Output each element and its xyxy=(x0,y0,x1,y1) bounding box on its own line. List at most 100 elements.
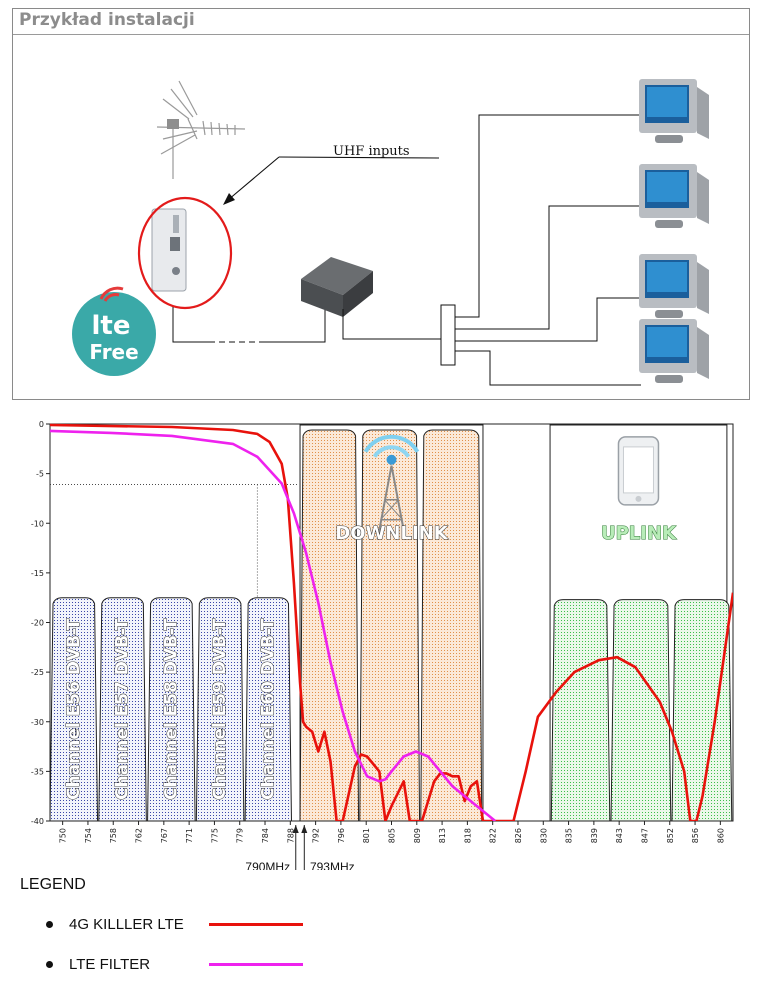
x-tick-label: 809 xyxy=(413,828,422,843)
y-tick-label: -20 xyxy=(31,619,44,628)
dvbt-channel-block xyxy=(195,597,245,822)
x-tick-label: 860 xyxy=(716,828,725,843)
uhf-inputs-label: UHF inputs xyxy=(333,144,410,159)
legend: LEGEND 4G KILLLER LTE LTE FILTER xyxy=(20,876,303,973)
x-tick-label: 784 xyxy=(261,828,270,843)
x-tick-label: 835 xyxy=(565,828,574,843)
uplink-label: UPLINK xyxy=(601,523,677,544)
receiver-box-icon xyxy=(301,257,373,317)
legend-label: 4G KILLLER LTE xyxy=(69,916,184,933)
x-tick-label: 805 xyxy=(388,828,397,843)
monitor-icon xyxy=(639,79,709,143)
legend-swatch xyxy=(209,923,303,926)
dvbt-channel-label: Channel E60 DVB-T xyxy=(258,618,278,800)
marker-793-label: 793MHz xyxy=(310,860,355,870)
x-tick-label: 750 xyxy=(59,828,68,843)
x-tick-label: 826 xyxy=(514,828,523,843)
x-tick-label: 767 xyxy=(160,828,169,843)
bullet-icon xyxy=(46,961,53,968)
uhf-arrow-line xyxy=(227,156,280,201)
installation-panel: Przykład instalacji xyxy=(12,8,750,400)
monitor-line-2 xyxy=(455,205,641,330)
amplifier-icon xyxy=(151,208,187,292)
uhf-leader-line xyxy=(278,156,440,159)
x-tick-label: 839 xyxy=(590,828,599,843)
legend-label: LTE FILTER xyxy=(69,956,151,973)
dvbt-channel-block xyxy=(98,597,147,822)
dvbt-channel-block xyxy=(49,597,99,822)
monitor-icon xyxy=(639,319,709,383)
x-tick-label: 775 xyxy=(210,828,219,843)
y-tick-label: -10 xyxy=(31,519,44,528)
x-tick-label: 856 xyxy=(691,828,700,843)
monitor-icon xyxy=(639,164,709,228)
marker-790-label: 790MHz xyxy=(245,860,290,870)
dvbt-channel-label: Channel E58 DVB-T xyxy=(161,618,181,800)
x-tick-label: 818 xyxy=(463,828,472,843)
x-tick-label: 801 xyxy=(362,828,371,843)
downlink-channel-block xyxy=(299,429,360,822)
installation-title: Przykład instalacji xyxy=(13,9,749,35)
uhf-arrow-head xyxy=(223,193,235,205)
bullet-icon xyxy=(46,921,53,928)
x-tick-label: 813 xyxy=(438,828,447,843)
dvbt-channel-block xyxy=(244,597,292,822)
label-layer: Channel E56 DVB-T Channel E57 DVB-T Channe… xyxy=(63,434,678,800)
monitor-line-1 xyxy=(455,114,641,318)
uplink-channel-block xyxy=(610,599,672,822)
splitter-icon xyxy=(440,304,456,366)
x-tick-label: 847 xyxy=(640,828,649,843)
x-tick-label: 852 xyxy=(666,828,675,843)
monitor-line-4 xyxy=(455,350,641,386)
dvbt-channel-block xyxy=(147,597,196,822)
series-line-lte-filter xyxy=(50,429,497,821)
x-tick-label: 792 xyxy=(312,828,321,843)
downlink-label: DOWNLINK xyxy=(335,523,448,544)
y-tick-label: -15 xyxy=(31,569,44,578)
x-tick-label: 796 xyxy=(337,828,346,843)
y-tick-label: -35 xyxy=(31,767,44,776)
uplink-channel-block xyxy=(550,599,611,822)
cable-line-2 xyxy=(259,309,326,343)
monitor-line-3 xyxy=(455,297,641,342)
legend-item-lte-filter: LTE FILTER xyxy=(46,956,346,973)
y-tick-label: -30 xyxy=(31,718,44,727)
marker-793-arrow xyxy=(301,825,308,833)
x-tick-label: 822 xyxy=(489,828,498,843)
x-tick-label: 843 xyxy=(615,828,624,843)
x-tick-label: 830 xyxy=(539,828,548,843)
dvbt-channel-label: Channel E57 DVB-T xyxy=(113,618,133,800)
x-tick-label: 758 xyxy=(109,828,118,843)
phone-icon xyxy=(617,436,660,506)
downlink-channel-block xyxy=(359,429,421,822)
lte-free-badge: lte Free xyxy=(72,286,156,376)
y-tick-label: 0 xyxy=(39,420,44,429)
y-tick-label: -25 xyxy=(31,668,44,677)
band-layer xyxy=(49,424,733,822)
marker-790-arrow xyxy=(292,825,299,833)
series-line-4g-killer xyxy=(50,423,733,821)
antenna-icon xyxy=(156,80,246,179)
badge-line1: lte xyxy=(92,311,131,341)
x-tick-label: 779 xyxy=(236,828,245,843)
legend-title: LEGEND xyxy=(20,876,86,893)
x-tick-label: 762 xyxy=(135,828,144,843)
downlink-channel-block xyxy=(420,429,483,822)
box-output-line xyxy=(342,309,441,340)
series-layer xyxy=(50,423,733,821)
cable-line xyxy=(172,307,209,343)
monitor-icon xyxy=(639,254,709,318)
x-tick-label: 788 xyxy=(286,828,295,843)
y-tick-label: -40 xyxy=(31,817,44,826)
x-tick-label: 754 xyxy=(84,828,93,843)
uplink-channel-block xyxy=(671,599,733,822)
x-tick-label: 771 xyxy=(185,828,194,843)
highlight-circle xyxy=(137,196,233,310)
legend-swatch xyxy=(209,963,303,966)
installation-diagram: lte Free xyxy=(72,79,709,386)
badge-line2: Free xyxy=(89,340,138,364)
tower-icon xyxy=(363,434,420,540)
dvbt-channel-label: Channel E56 DVB-T xyxy=(64,618,84,800)
